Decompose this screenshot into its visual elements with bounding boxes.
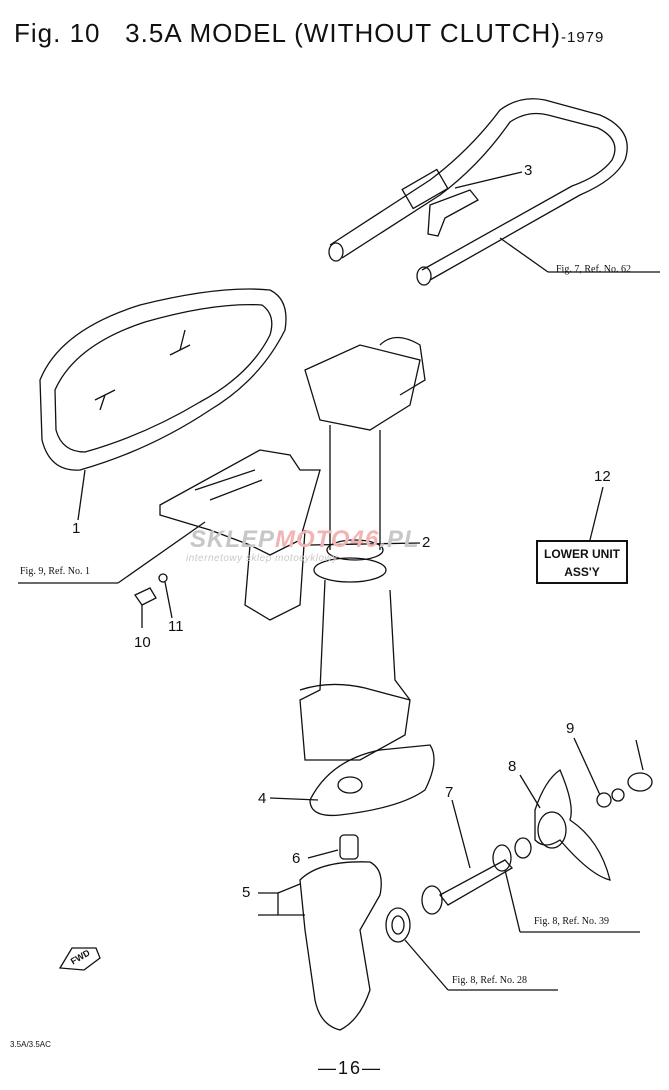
- page-number: —16—: [318, 1058, 383, 1078]
- watermark-main: MOTO46: [275, 526, 380, 553]
- lower-unit-line1: LOWER UNIT: [544, 547, 620, 561]
- figure-label: Fig. 10: [14, 18, 101, 48]
- upper-casing-drawing: [299, 336, 426, 761]
- part-number-8: 8: [508, 758, 517, 775]
- part-number-11: 11: [168, 618, 184, 635]
- forward-arrow-drawing: [58, 947, 101, 971]
- part-number-7: 7: [445, 784, 454, 801]
- page-title: Fig. 10 3.5A MODEL (WITHOUT CLUTCH)-1979: [14, 18, 604, 49]
- bushing-drawing: [339, 834, 359, 860]
- watermark-prefix: SKLEP: [190, 526, 276, 553]
- cowling-drawing: [39, 288, 287, 471]
- part-number-1: 1: [72, 520, 81, 537]
- bracket-drawing: [134, 449, 321, 621]
- leader-lines: [18, 171, 660, 991]
- part-number-12: 12: [594, 468, 611, 485]
- year-label: -1979: [561, 29, 605, 46]
- lower-unit-line2: ASS'Y: [564, 565, 600, 579]
- model-code: 3.5A/3.5AC: [10, 1040, 51, 1049]
- model-label: 3.5A MODEL (WITHOUT CLUTCH): [125, 18, 561, 48]
- part-number-9: 9: [566, 720, 575, 737]
- reference-fig8-39: Fig. 8, Ref. No. 39: [534, 916, 609, 927]
- part-number-4: 4: [258, 790, 267, 807]
- lower-casing-drawing: [299, 861, 382, 1031]
- part-number-10: 10: [134, 634, 151, 651]
- reference-fig7: Fig. 7, Ref. No. 62: [556, 264, 631, 275]
- watermark: SKLEPMOTO46.PL: [190, 526, 420, 554]
- propeller-assembly-drawing: [385, 739, 653, 943]
- reference-fig9: Fig. 9, Ref. No. 1: [20, 566, 90, 577]
- part-number-2: 2: [422, 534, 431, 551]
- steering-handle-drawing: [328, 98, 628, 286]
- watermark-suffix: .PL: [379, 526, 420, 553]
- reference-fig8-28: Fig. 8, Ref. No. 28: [452, 975, 527, 986]
- part-number-5: 5: [242, 884, 251, 901]
- part-number-6: 6: [292, 850, 301, 867]
- watermark-tagline: internetowy sklep motocyklowy: [186, 553, 338, 564]
- part-number-3: 3: [524, 162, 533, 179]
- plate-drawing: [309, 744, 435, 817]
- lower-unit-assembly-box: LOWER UNIT ASS'Y: [536, 540, 628, 584]
